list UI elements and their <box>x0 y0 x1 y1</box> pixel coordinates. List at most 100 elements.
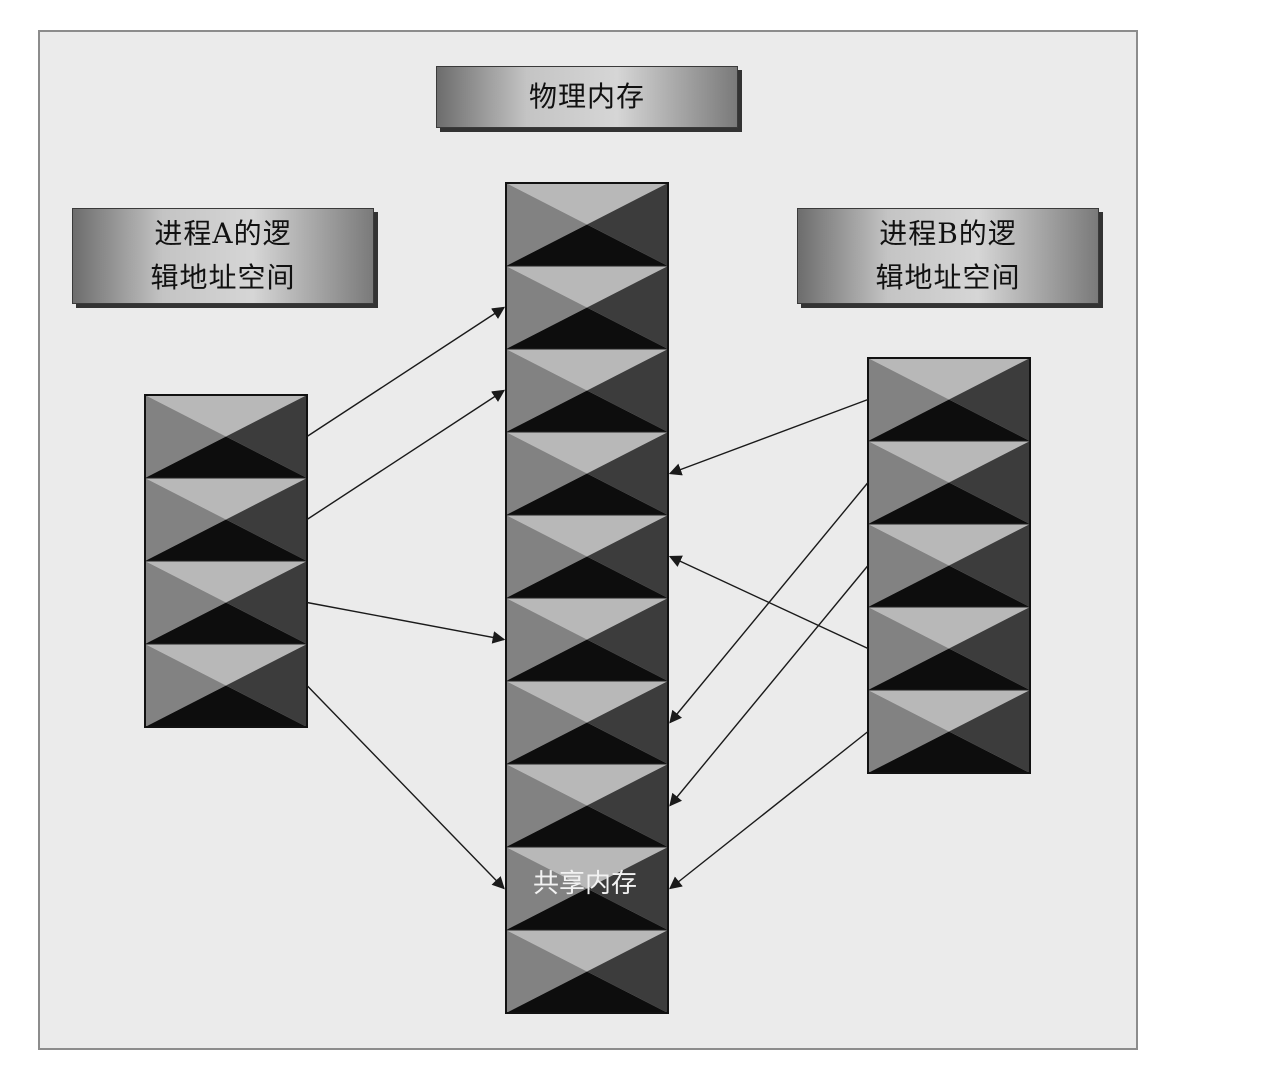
tile-right-facet <box>587 764 668 847</box>
tile-left-facet <box>506 183 587 266</box>
process-b-arrow-3 <box>668 555 869 650</box>
tile-left-facet <box>506 432 587 515</box>
tile-right-facet <box>587 681 668 764</box>
process-a-arrow-3 <box>306 685 505 890</box>
tile-top-facet <box>506 598 668 640</box>
tile-bottom-facet <box>868 482 1030 524</box>
tile-top-facet <box>145 395 307 437</box>
tile-bottom-facet <box>506 971 668 1013</box>
process-a-page-column-border <box>144 394 308 728</box>
tile-left-facet <box>145 395 226 478</box>
process-b-title-line2: 辑地址空间 <box>875 261 1021 294</box>
process-b-label: 进程B的逻 辑地址空间 <box>797 208 1099 304</box>
tile-top-facet <box>506 930 668 972</box>
physical-frame-4 <box>505 514 669 599</box>
process-a-page-0 <box>144 394 308 479</box>
tile-right-facet <box>949 441 1030 524</box>
tile-top-facet <box>506 432 668 474</box>
tile-right-facet <box>587 349 668 432</box>
process-b-page-2 <box>867 523 1031 608</box>
process-b-page-3 <box>867 606 1031 691</box>
process-a-title-line1: 进程A的逻 <box>154 217 292 250</box>
tile-right-facet <box>587 847 668 930</box>
tile-right-facet <box>226 395 307 478</box>
tile-top-facet <box>868 358 1030 400</box>
tile-top-facet <box>506 266 668 308</box>
process-a-page-3 <box>144 643 308 728</box>
tile-left-facet <box>868 524 949 607</box>
tile-right-facet <box>587 432 668 515</box>
tile-top-facet <box>145 561 307 603</box>
physical-memory-title: 物理内存 <box>528 80 645 113</box>
tile-left-facet <box>506 515 587 598</box>
tile-left-facet <box>868 358 949 441</box>
tile-right-facet <box>949 358 1030 441</box>
tile-bottom-facet <box>868 648 1030 690</box>
tile-top-facet <box>145 644 307 686</box>
physical-frame-2 <box>505 348 669 433</box>
tile-top-facet <box>145 478 307 520</box>
tile-right-facet <box>587 183 668 266</box>
tile-right-facet <box>587 515 668 598</box>
tile-left-facet <box>506 266 587 349</box>
tile-left-facet <box>506 930 587 1013</box>
process-a-arrow-1 <box>306 389 506 521</box>
tile-left-facet <box>868 690 949 773</box>
physical-frame-column-border <box>505 182 669 1014</box>
process-b-pages <box>867 357 1031 774</box>
tile-left-facet <box>868 607 949 690</box>
physical-memory-frames <box>505 182 669 1014</box>
physical-frame-5 <box>505 597 669 682</box>
physical-frame-1 <box>505 265 669 350</box>
physical-frame-6 <box>505 680 669 765</box>
tile-left-facet <box>506 598 587 681</box>
tile-bottom-facet <box>868 731 1030 773</box>
mapping-arrows <box>306 306 869 890</box>
tile-left-facet <box>868 441 949 524</box>
tile-bottom-facet <box>506 390 668 432</box>
tile-right-facet <box>226 644 307 727</box>
process-a-pages <box>144 394 308 728</box>
physical-frame-8 <box>505 846 669 931</box>
tile-right-facet <box>949 690 1030 773</box>
process-a-arrow-2 <box>306 601 506 644</box>
process-b-page-4 <box>867 689 1031 774</box>
process-a-page-1 <box>144 477 308 562</box>
process-b-page-1 <box>867 440 1031 525</box>
physical-frame-0 <box>505 182 669 267</box>
tile-bottom-facet <box>506 639 668 681</box>
tile-right-facet <box>949 524 1030 607</box>
process-b-arrow-2 <box>669 565 869 807</box>
process-a-label: 进程A的逻 辑地址空间 <box>72 208 374 304</box>
tile-left-facet <box>506 681 587 764</box>
tile-bottom-facet <box>506 473 668 515</box>
tile-right-facet <box>949 607 1030 690</box>
tile-bottom-facet <box>506 805 668 847</box>
tile-top-facet <box>506 349 668 391</box>
shared-memory-label: 共享内存 <box>533 869 637 899</box>
tile-bottom-facet <box>145 602 307 644</box>
tile-right-facet <box>226 478 307 561</box>
tile-right-facet <box>226 561 307 644</box>
tile-right-facet <box>587 930 668 1013</box>
physical-frame-7 <box>505 763 669 848</box>
tile-bottom-facet <box>506 888 668 930</box>
process-a-arrow-0 <box>306 306 506 438</box>
tile-right-facet <box>587 266 668 349</box>
process-b-page-0 <box>867 357 1031 442</box>
tile-bottom-facet <box>868 399 1030 441</box>
process-b-title-line1: 进程B的逻 <box>879 217 1017 250</box>
tile-top-facet <box>868 441 1030 483</box>
process-a-title-line2: 辑地址空间 <box>150 261 296 294</box>
tile-top-facet <box>506 847 668 889</box>
tile-top-facet <box>868 524 1030 566</box>
tile-left-facet <box>145 478 226 561</box>
physical-memory-label: 物理内存 <box>436 66 738 128</box>
tile-top-facet <box>506 764 668 806</box>
tile-top-facet <box>868 690 1030 732</box>
tile-bottom-facet <box>868 565 1030 607</box>
tile-bottom-facet <box>506 556 668 598</box>
tile-bottom-facet <box>145 436 307 478</box>
tile-top-facet <box>506 681 668 723</box>
